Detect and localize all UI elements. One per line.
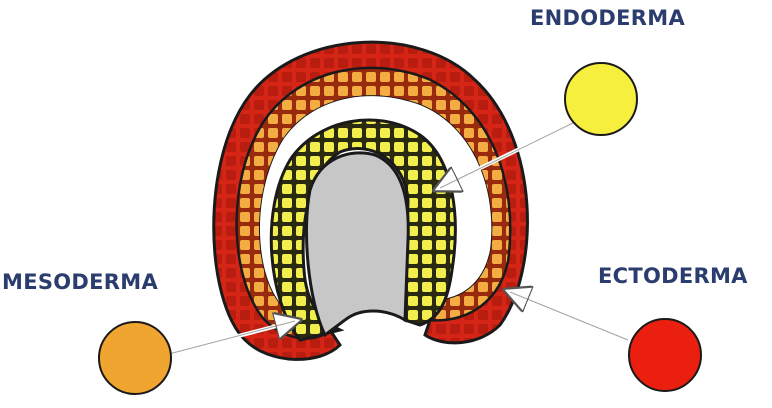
mesoderm-color-circle — [99, 322, 171, 394]
endoderm-label: ENDODERMA — [530, 6, 685, 30]
ectoderm-color-circle — [629, 319, 701, 391]
mesoderm-label: MESODERMA — [2, 270, 158, 294]
ectoderm-pointer-outline — [510, 292, 628, 340]
endoderm-color-circle — [565, 63, 637, 135]
archenteron-cavity — [306, 153, 408, 335]
ectoderm-label: ECTODERMA — [598, 264, 748, 288]
